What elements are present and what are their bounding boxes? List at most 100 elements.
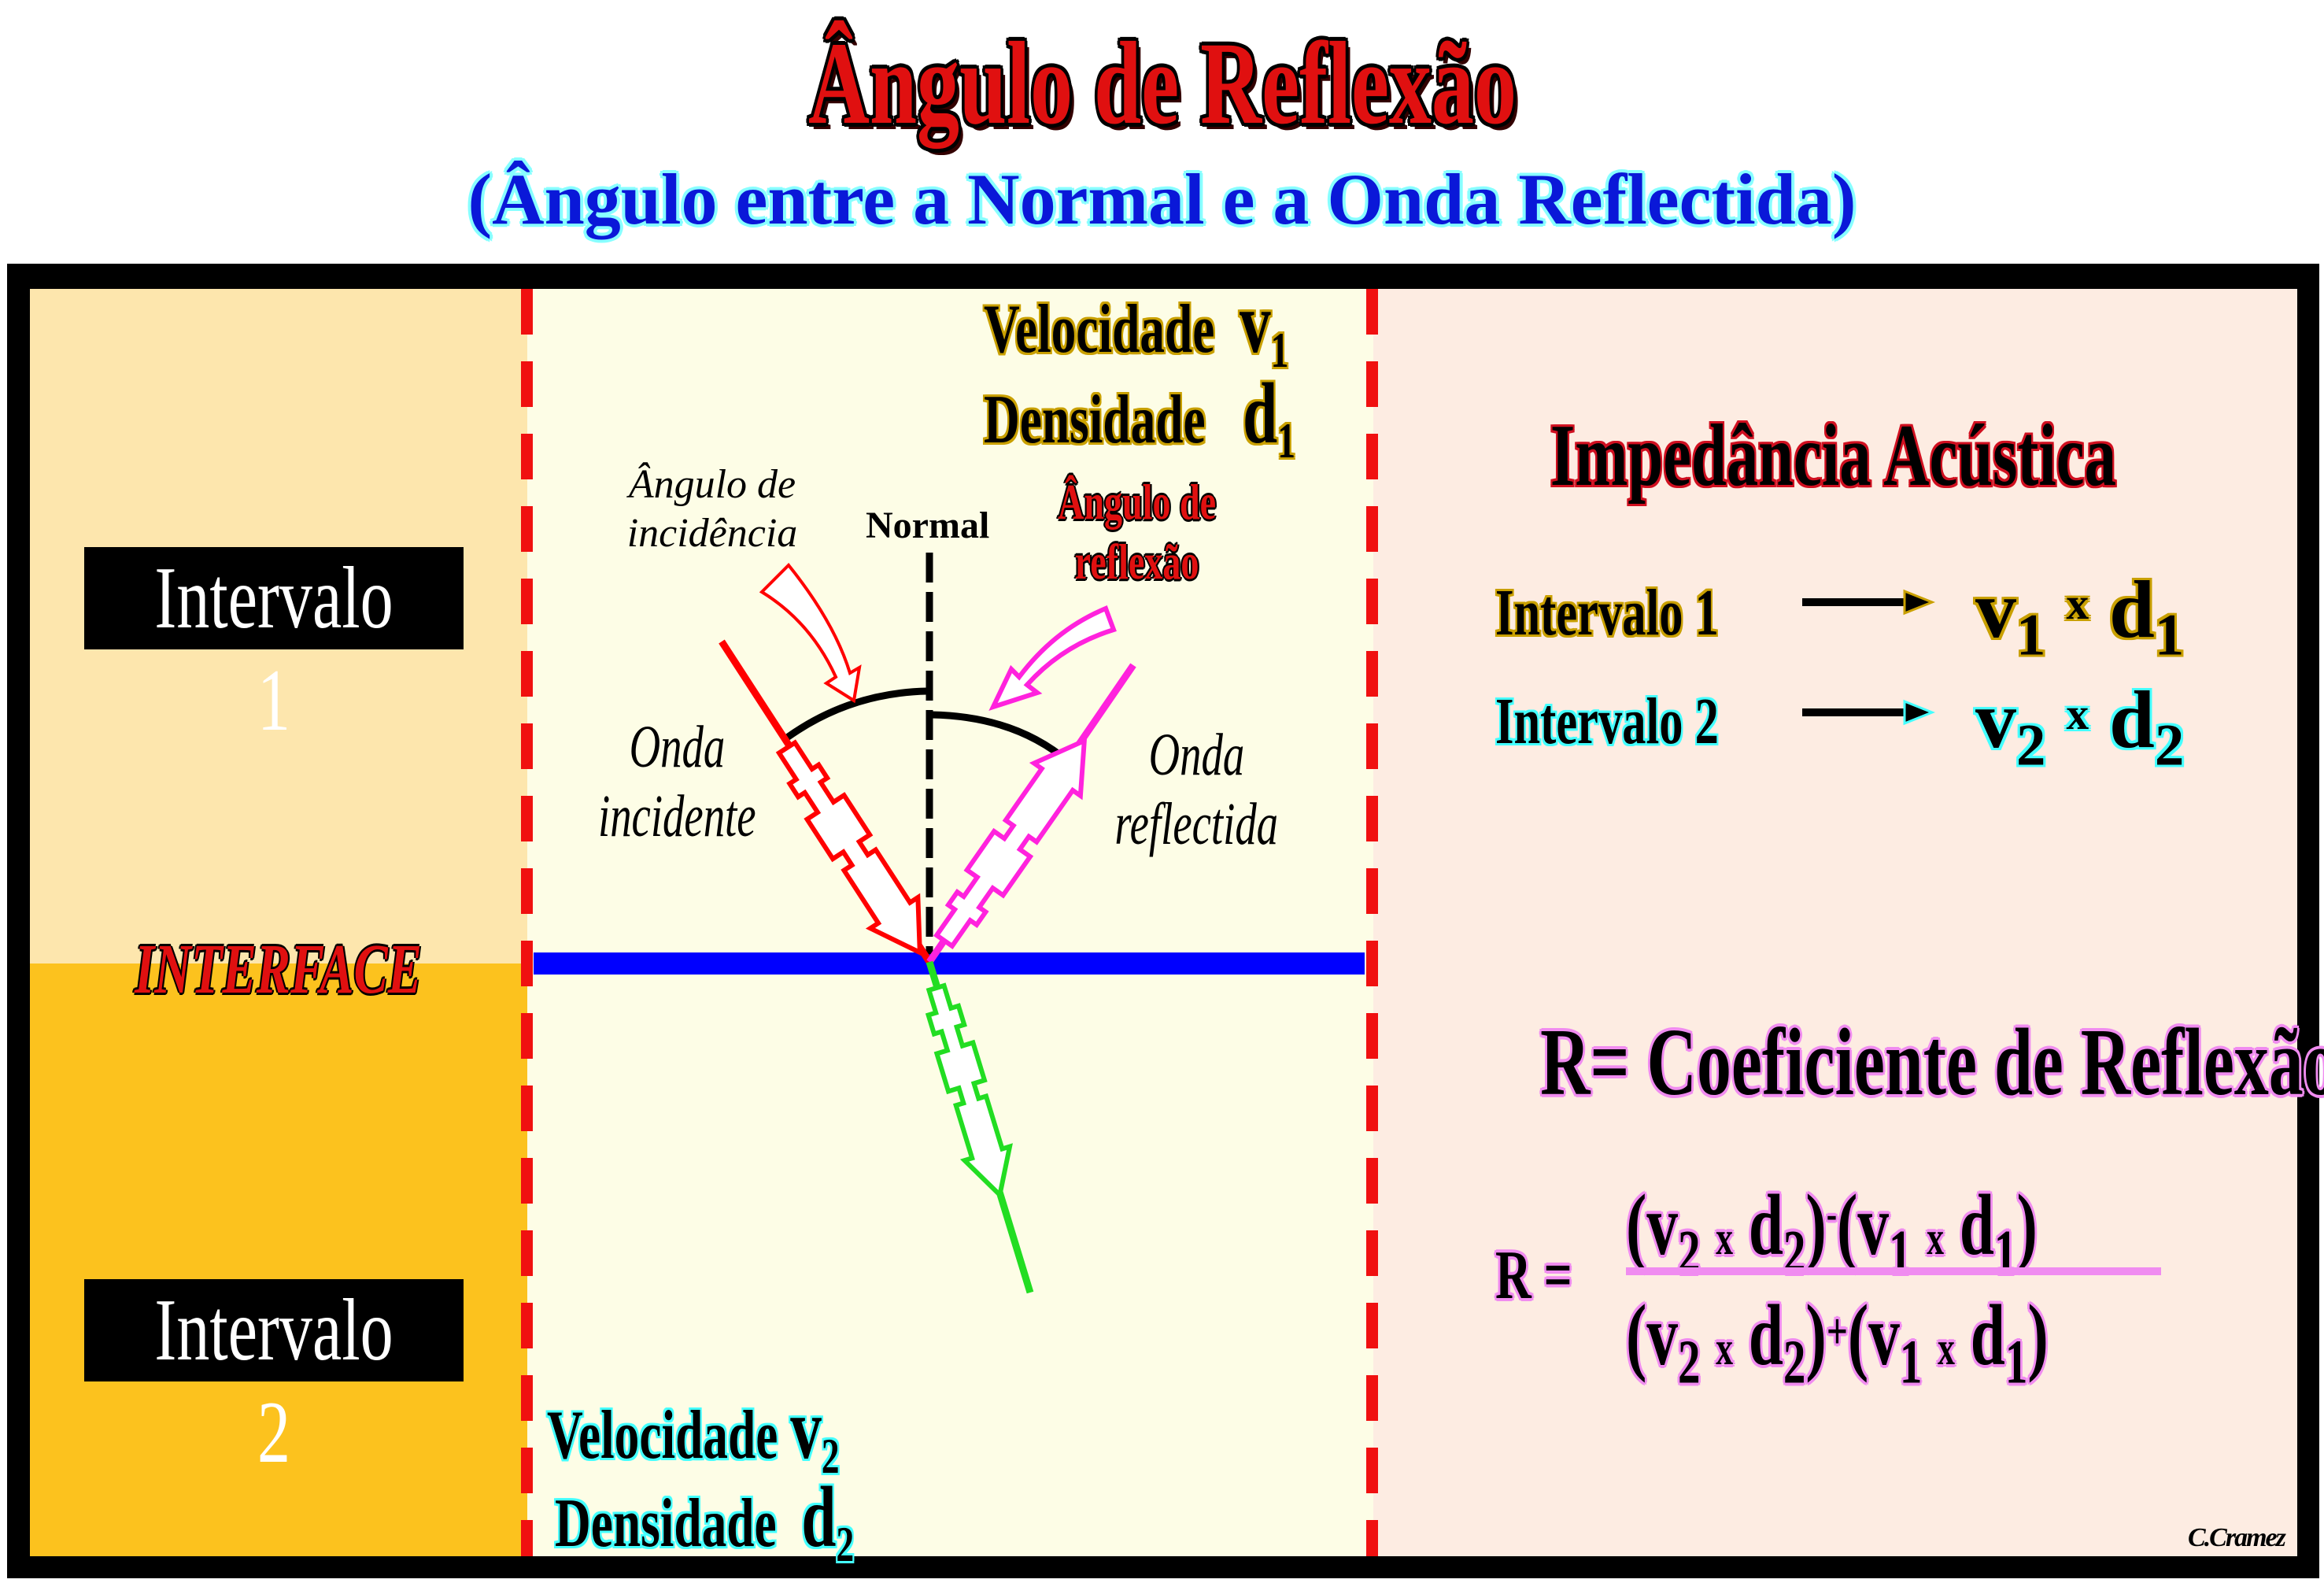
d-sub: 1 [2154, 602, 2185, 668]
impedance-row-2-label: Intervalo 2 [1495, 683, 1805, 760]
velocity2-row: Velocidade v2 [547, 1385, 953, 1500]
interval2-region [30, 963, 527, 1556]
velocity1-row: Velocidade v1 [984, 279, 1407, 394]
formula-denominator: (v2 x d2)+(v1 x d1) [1626, 1282, 2212, 1413]
paren-open: ( [1837, 1177, 1858, 1273]
interval1-text: Intervalo 1 [154, 549, 393, 749]
paren-close: ) [2016, 1177, 2038, 1273]
v-sub: 1 [1888, 1217, 1912, 1287]
times-symbol: x [2066, 690, 2089, 740]
incident-wave-label: Onda incidente [551, 712, 803, 851]
d1-sub: 1 [1277, 413, 1296, 468]
arrow-right-icon [1802, 589, 1936, 616]
reflected-wave-line1: Onda [1148, 722, 1244, 788]
density1-row: Densidade d1 [984, 370, 1417, 484]
reflected-wave-line2: reflectida [1114, 791, 1278, 857]
times-symbol: x [1938, 1322, 1955, 1375]
v-symbol: v [1975, 564, 2016, 655]
d-symbol: d [2109, 564, 2155, 655]
v2-symbol: v [790, 1381, 822, 1477]
boundary-dashed-line-left [521, 289, 533, 1556]
plus-symbol: + [1826, 1303, 1848, 1360]
interval1-label: Intervalo 1 [84, 547, 464, 749]
v-symbol: v [1868, 1286, 1900, 1383]
impedance-title: Impedância Acústica [1440, 405, 2148, 507]
v-sub: 1 [1899, 1327, 1923, 1397]
velocity2-text: Velocidade [547, 1397, 778, 1474]
formula-lhs: R = [1495, 1236, 1602, 1315]
incidence-angle-line2: incidência [626, 511, 798, 556]
d1-symbol: d [1243, 365, 1278, 461]
reflection-angle-label: Ângulo de reflexão [1023, 472, 1251, 592]
incidence-angle-arc [785, 687, 928, 741]
d-sub: 1 [2004, 1327, 2028, 1397]
minus-symbol: - [1826, 1189, 1838, 1237]
v-sub: 1 [2016, 602, 2046, 668]
incidence-angle-label: Ângulo de incidência [598, 460, 826, 558]
incident-wave-arrow-icon [775, 739, 923, 956]
impedance-row-1-label: Intervalo 1 [1495, 575, 1805, 651]
times-symbol: x [1716, 1322, 1734, 1375]
page-title: Ângulo de Reflexão [0, 16, 2324, 151]
v1-sub: 1 [1270, 323, 1289, 378]
d-sub: 2 [2154, 712, 2185, 779]
d-symbol: d [1959, 1177, 1994, 1273]
v-symbol: v [1975, 675, 2016, 765]
times-symbol: x [1927, 1212, 1945, 1265]
velocity1-text: Velocidade [984, 291, 1215, 368]
paren-open: ( [1626, 1286, 1647, 1383]
density2-row: Densidade d2 [555, 1474, 970, 1583]
d2-sub: 2 [836, 1517, 855, 1572]
d-symbol: d [2109, 675, 2155, 765]
incidence-pointer-arrow-icon [759, 563, 862, 704]
v-sub: 2 [1677, 1217, 1701, 1287]
incidence-angle-line1: Ângulo de [628, 462, 796, 507]
reflection-angle-line1: Ângulo de [1058, 474, 1217, 530]
reflection-pointer-arrow-icon [988, 605, 1117, 711]
paren-close: ) [1805, 1177, 1827, 1273]
d-sub: 2 [1783, 1327, 1806, 1397]
paren-open: ( [1847, 1286, 1869, 1383]
times-symbol: x [1716, 1212, 1734, 1265]
title-text: Ângulo de Reflexão [807, 18, 1517, 149]
right-region [1373, 289, 2297, 1556]
reflection-coefficient-title: R= Coeficiente de Reflexão [1385, 1008, 2324, 1118]
d-sub: 1 [1993, 1217, 2017, 1287]
v-symbol: v [1646, 1177, 1678, 1273]
impedance-row-2-formula: v2 x d2 [1975, 673, 2184, 779]
impedance-row-2-text: Intervalo 2 [1495, 685, 1719, 758]
reflection-angle-line2: reflexão [1075, 534, 1199, 590]
impedance-row-1-text: Intervalo 1 [1495, 576, 1719, 649]
arrow-right-icon [1802, 699, 1936, 726]
reflected-wave-label: Onda reflectida [1055, 720, 1338, 859]
reflected-wave-arrow-icon [933, 737, 1088, 950]
d-symbol: d [1748, 1286, 1783, 1383]
interval2-label: Intervalo 2 [84, 1279, 464, 1481]
density2-text: Densidade [555, 1485, 777, 1562]
density1-text: Densidade [984, 382, 1206, 458]
paren-close: ) [2027, 1286, 2049, 1383]
formula-numerator: (v2 x d2)-(v1 x d1) [1626, 1163, 2197, 1303]
interval2-text: Intervalo 2 [154, 1282, 393, 1481]
interface-label: INTERFACE [79, 929, 456, 1010]
v-sub: 2 [1677, 1327, 1701, 1397]
impedance-title-text: Impedância Acústica [1550, 407, 2116, 505]
boundary-dashed-line-right [1366, 289, 1378, 1556]
v-sub: 2 [2016, 712, 2046, 779]
d-symbol: d [1970, 1286, 2005, 1383]
v-symbol: v [1857, 1177, 1889, 1273]
refracted-wave-arrow-icon [925, 982, 1013, 1200]
fraction-bar [1626, 1267, 2161, 1275]
v-symbol: v [1646, 1286, 1678, 1383]
normal-label: Normal [866, 505, 990, 546]
author-credit: C.Cramez [2188, 1523, 2286, 1552]
v1-symbol: v [1240, 275, 1271, 371]
interface-text: INTERFACE [134, 930, 422, 1008]
impedance-row-1-formula: v1 x d1 [1975, 563, 2184, 669]
formula-lhs-text: R = [1495, 1237, 1572, 1314]
d-symbol: d [1748, 1177, 1783, 1273]
page-subtitle: (Ângulo entre a Normal e a Onda Reflecti… [467, 159, 1857, 239]
d-sub: 2 [1783, 1217, 1806, 1287]
